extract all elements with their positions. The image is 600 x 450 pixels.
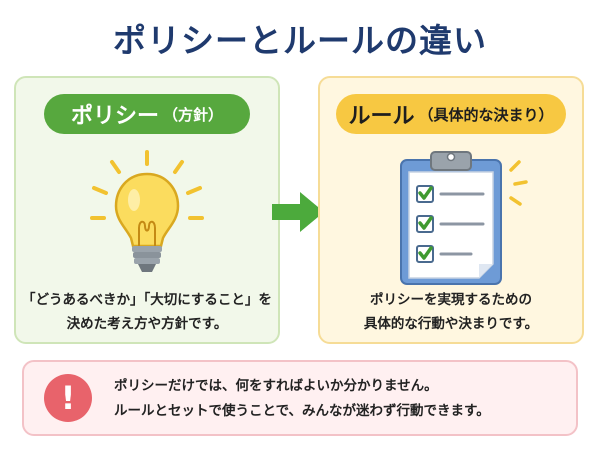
page-title: ポリシーとルールの違い [113,21,487,60]
policy-panel: ポリシー （方針） 「どうあるべきか」「大切にすること」を 決めた考え方や方針で… [14,76,280,344]
arrow-right-icon [272,192,324,232]
clipboard-checklist-icon [400,151,528,285]
lightbulb-icon [90,150,204,272]
rule-description: ポリシーを実現するための 具体的な行動や決まりです。 [320,288,582,336]
policy-heading: ポリシー （方針） [44,94,250,134]
rule-desc-line2: 具体的な行動や決まりです。 [363,316,539,332]
note-line1: ポリシーだけでは、何をすればよいか分かりません。 [114,378,438,394]
rule-label: ルール [348,104,415,129]
note-text: ポリシーだけでは、何をすればよいか分かりません。 ルールとセットで使うことで、み… [114,374,564,424]
policy-desc-line1: 「どうあるべきか」「大切にすること」を [22,292,272,308]
policy-sublabel: （方針） [163,105,224,124]
note-line2: ルールとセットで使うことで、みんなが迷わず行動できます。 [114,403,490,419]
rule-sublabel: （具体的な決まり） [418,105,554,124]
policy-description: 「どうあるべきか」「大切にすること」を 決めた考え方や方針です。 [16,288,278,336]
rule-desc-line1: ポリシーを実現するための [370,292,532,308]
rule-heading: ルール （具体的な決まり） [336,94,566,134]
policy-desc-line2: 決めた考え方や方針です。 [66,316,228,332]
policy-label: ポリシー [70,104,159,129]
note-box: ! ポリシーだけでは、何をすればよいか分かりません。 ルールとセットで使うことで… [22,360,578,436]
rule-panel: ルール （具体的な決まり） [318,76,584,344]
exclamation-icon: ! [44,374,92,422]
